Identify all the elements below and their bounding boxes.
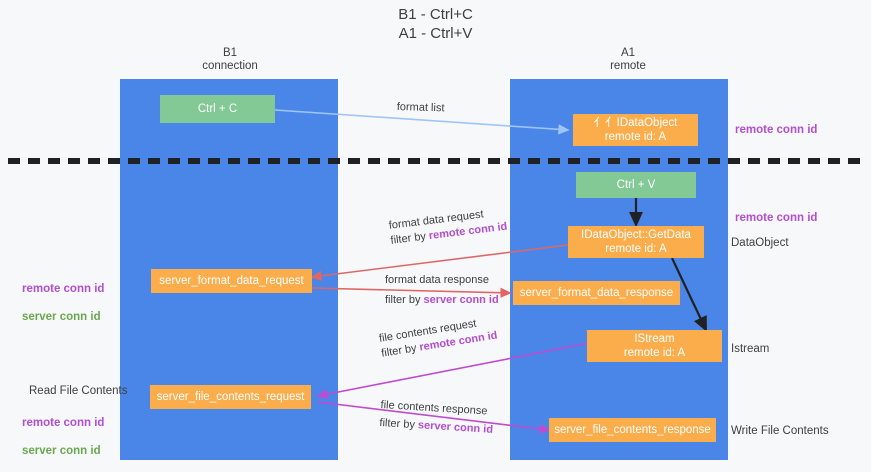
node-server-file-contents-response[interactable]: server_file_contents_response (549, 418, 716, 442)
lane-header-b1: B1 connection (202, 47, 258, 72)
node-ctrl-v[interactable]: Ctrl + V (576, 172, 696, 198)
node-server-format-data-request[interactable]: server_format_data_request (151, 269, 312, 293)
node-idataobject-remote[interactable]: ⺅⺅IDataObject remote id: A (573, 114, 698, 146)
edge-label-format-data-response: format data response filter by server co… (385, 273, 499, 308)
annotation-right-remote-conn-id-mid: remote conn id (735, 212, 818, 224)
phase-divider (8, 158, 863, 164)
edge-label-format-list: format list (397, 100, 445, 116)
node-istream[interactable]: IStream remote id: A (587, 330, 722, 362)
node-ctrl-c[interactable]: Ctrl + C (160, 95, 275, 123)
edge-label-file-contents-response-prefix: filter by (379, 416, 419, 432)
edge-label-format-data-response-line2: filter by server conn id (385, 293, 499, 308)
edge-label-file-contents-response-filter: server conn id (417, 419, 494, 436)
annotation-right-write-file-contents: Write File Contents (731, 425, 829, 437)
annotation-left-file-conn-ids-server: server conn id (22, 445, 101, 457)
node-idataobject-getdata[interactable]: IDataObject::GetData remote id: A (568, 226, 704, 258)
node-server-file-contents-request[interactable]: server_file_contents_request (150, 385, 311, 409)
diagram-title: B1 - Ctrl+C A1 - Ctrl+V (398, 6, 473, 42)
edge-label-format-data-request-prefix: filter by (389, 230, 430, 247)
annotation-right-istream: Istream (731, 343, 770, 355)
edge-label-format-list-line1: format list (396, 100, 445, 115)
annotation-left-conn-ids: remote conn id server conn id (22, 268, 104, 338)
annotation-left-read-file-contents: Read File Contents (29, 385, 128, 397)
annotation-left-file-conn-ids: remote conn id server conn id (22, 402, 104, 472)
annotation-left-conn-ids-remote: remote conn id (22, 283, 105, 295)
annotation-right-dataobject: DataObject (731, 237, 789, 249)
node-server-format-data-response[interactable]: server_format_data_response (513, 281, 680, 305)
annotation-left-file-conn-ids-remote: remote conn id (22, 417, 105, 429)
edge-label-format-data-response-line1: format data response (385, 274, 489, 286)
edge-label-file-contents-response: file contents response filter by server … (379, 398, 495, 438)
lane-header-a1: A1 remote (610, 47, 646, 72)
edge-label-format-data-response-prefix: filter by (385, 294, 424, 306)
edge-label-format-data-response-filter: server conn id (423, 294, 499, 306)
annotation-left-conn-ids-server: server conn id (22, 311, 101, 323)
annotation-right-remote-conn-id-top: remote conn id (735, 124, 818, 136)
